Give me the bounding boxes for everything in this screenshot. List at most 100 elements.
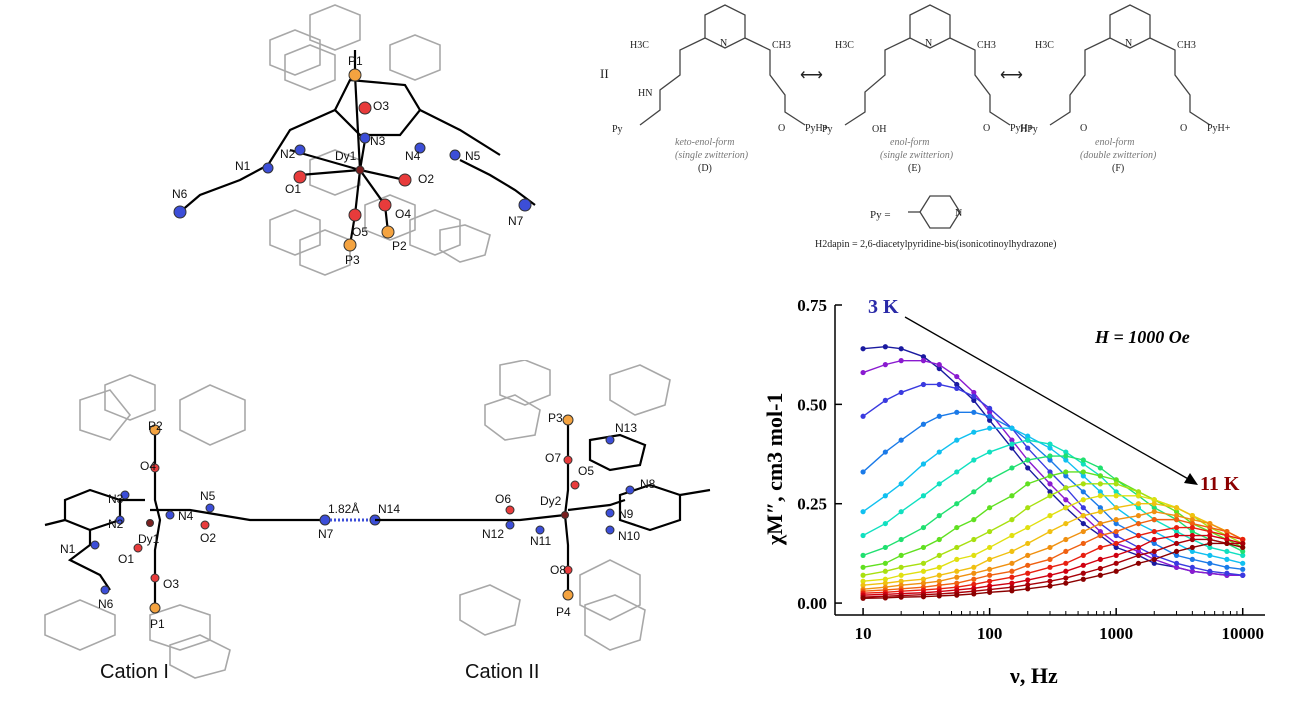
data-point [987,505,993,511]
py-definition: Py = N [870,195,962,229]
data-point [1151,560,1157,566]
data-point [1047,556,1053,562]
svg-text:O6: O6 [495,492,511,506]
atom-label-o3: O3 [373,99,389,113]
cation2-atoms [505,414,635,601]
svg-text:PyH+: PyH+ [1010,123,1034,134]
data-point [1240,548,1246,555]
y-tick-label: 0.75 [797,296,827,315]
atom-label-n7: N7 [508,214,524,228]
data-point [1207,552,1213,558]
svg-text:O5: O5 [578,464,594,478]
data-point [1173,524,1180,531]
data-point [1063,536,1069,543]
data-point [1189,564,1195,570]
data-point [936,578,942,584]
data-point [860,572,866,578]
svg-text:CH3: CH3 [1177,40,1196,51]
data-point [920,594,927,600]
data-point [971,536,977,543]
data-point [1025,524,1031,531]
data-point [1097,473,1103,479]
data-point [1063,473,1069,479]
data-point [971,409,977,415]
atoms [173,68,532,252]
data-point [860,369,866,376]
series-line [863,534,1243,596]
data-point [954,580,960,586]
cation1-atoms [90,424,215,614]
data-point [987,544,993,551]
data-point [1080,562,1086,568]
annotation-11k: 11 K [1200,473,1240,495]
svg-text:H3C: H3C [630,40,649,51]
data-point [1151,556,1157,562]
data-point [1009,445,1015,451]
data-point [1080,457,1086,463]
data-point [1047,473,1053,479]
data-point [987,528,993,535]
data-point [1240,540,1246,547]
data-point [1063,505,1069,511]
data-point [1063,560,1069,566]
data-point [936,582,942,588]
data-point [987,572,993,578]
data-point [1025,582,1031,588]
svg-text:O8: O8 [550,563,566,577]
svg-text:Dy2: Dy2 [540,494,562,508]
series-line [863,538,1243,598]
data-point [882,520,888,527]
data-point [1207,568,1213,574]
series-line [863,542,1243,600]
form-e-letter: (E) [908,163,921,174]
data-point [1173,513,1180,519]
series-line [862,383,1243,576]
cation2-backbone [563,420,711,595]
data-point [954,544,960,551]
data-point [936,564,942,570]
svg-text:N12: N12 [482,527,504,541]
data-point [920,354,927,360]
data-point [882,580,888,586]
tautomer-scheme-svg: II N H3C CH3 HN Py O PyH+ keto-enol-form… [600,4,1231,250]
form-f-letter: (F) [1112,163,1124,174]
data-point [1151,501,1157,507]
annotation-field: H = 1000 Oe [1094,327,1190,347]
data-point [1173,505,1180,511]
data-point [1207,532,1213,539]
data-point [1189,517,1195,523]
data-point [1063,548,1069,555]
data-point [860,582,866,588]
data-point [898,572,904,578]
atom-label-dy1: Dy1 [335,149,357,163]
data-point [1097,481,1103,487]
svg-text:O4: O4 [140,459,156,473]
data-point [1025,577,1031,583]
data-point [1135,520,1142,527]
svg-text:N: N [955,208,962,219]
data-point [1047,481,1053,487]
series-line [862,439,1243,557]
data-point [971,591,977,597]
data-point [1047,489,1053,495]
svg-text:HN: HN [638,88,652,99]
data-point [1189,532,1195,539]
data-point [882,576,888,582]
py-definition-label: Py = [870,209,891,221]
data-point [1025,586,1031,592]
svg-text:H3C: H3C [835,40,854,51]
data-point [1097,520,1103,527]
data-point [1097,505,1103,511]
data-point [920,580,927,586]
data-point [971,570,977,576]
data-point [987,583,993,589]
data-point [954,385,960,392]
data-point [1009,532,1015,539]
data-point [882,560,888,566]
x-tick-label: 10000 [1221,624,1264,643]
data-point [1063,449,1069,455]
equilibrium-arrow-1: ⟷ [800,67,823,84]
form-e: N H3C CH3 Py OH O PyH+ enol-form (single… [822,4,1034,174]
atom-label-o4: O4 [395,207,411,221]
